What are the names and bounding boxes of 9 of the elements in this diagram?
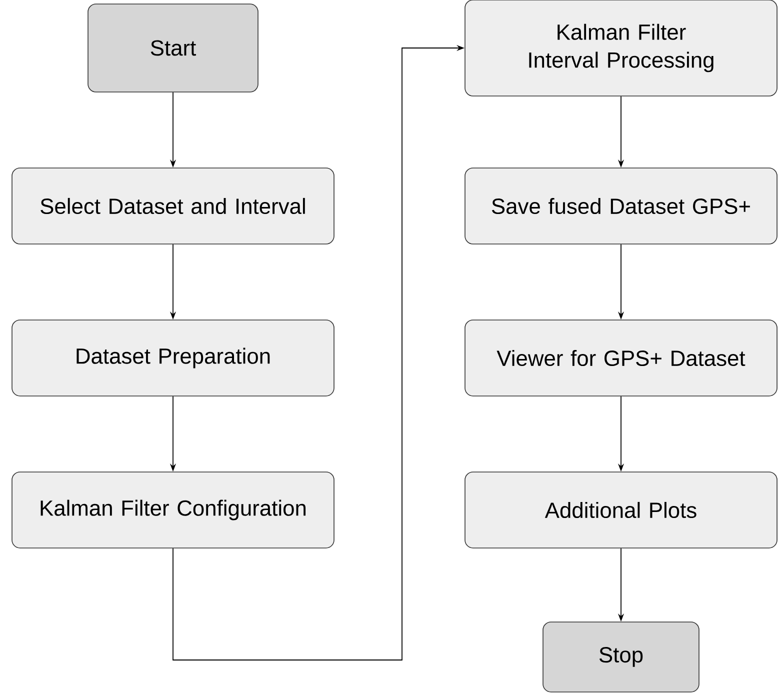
process-box: Save fused Dataset GPS+ xyxy=(464,168,778,244)
stop-box: Stop xyxy=(542,622,700,692)
process-box: Additional Plots xyxy=(464,472,778,548)
process-box: Kalman Filter Interval Processing xyxy=(464,0,778,96)
start-box: Start xyxy=(88,4,258,92)
process-box: Select Dataset and Interval xyxy=(12,168,334,244)
process-box: Dataset Preparation xyxy=(12,320,334,396)
process-box: Viewer for GPS+ Dataset xyxy=(464,320,778,396)
process-box: Kalman Filter Configuration xyxy=(12,472,334,548)
